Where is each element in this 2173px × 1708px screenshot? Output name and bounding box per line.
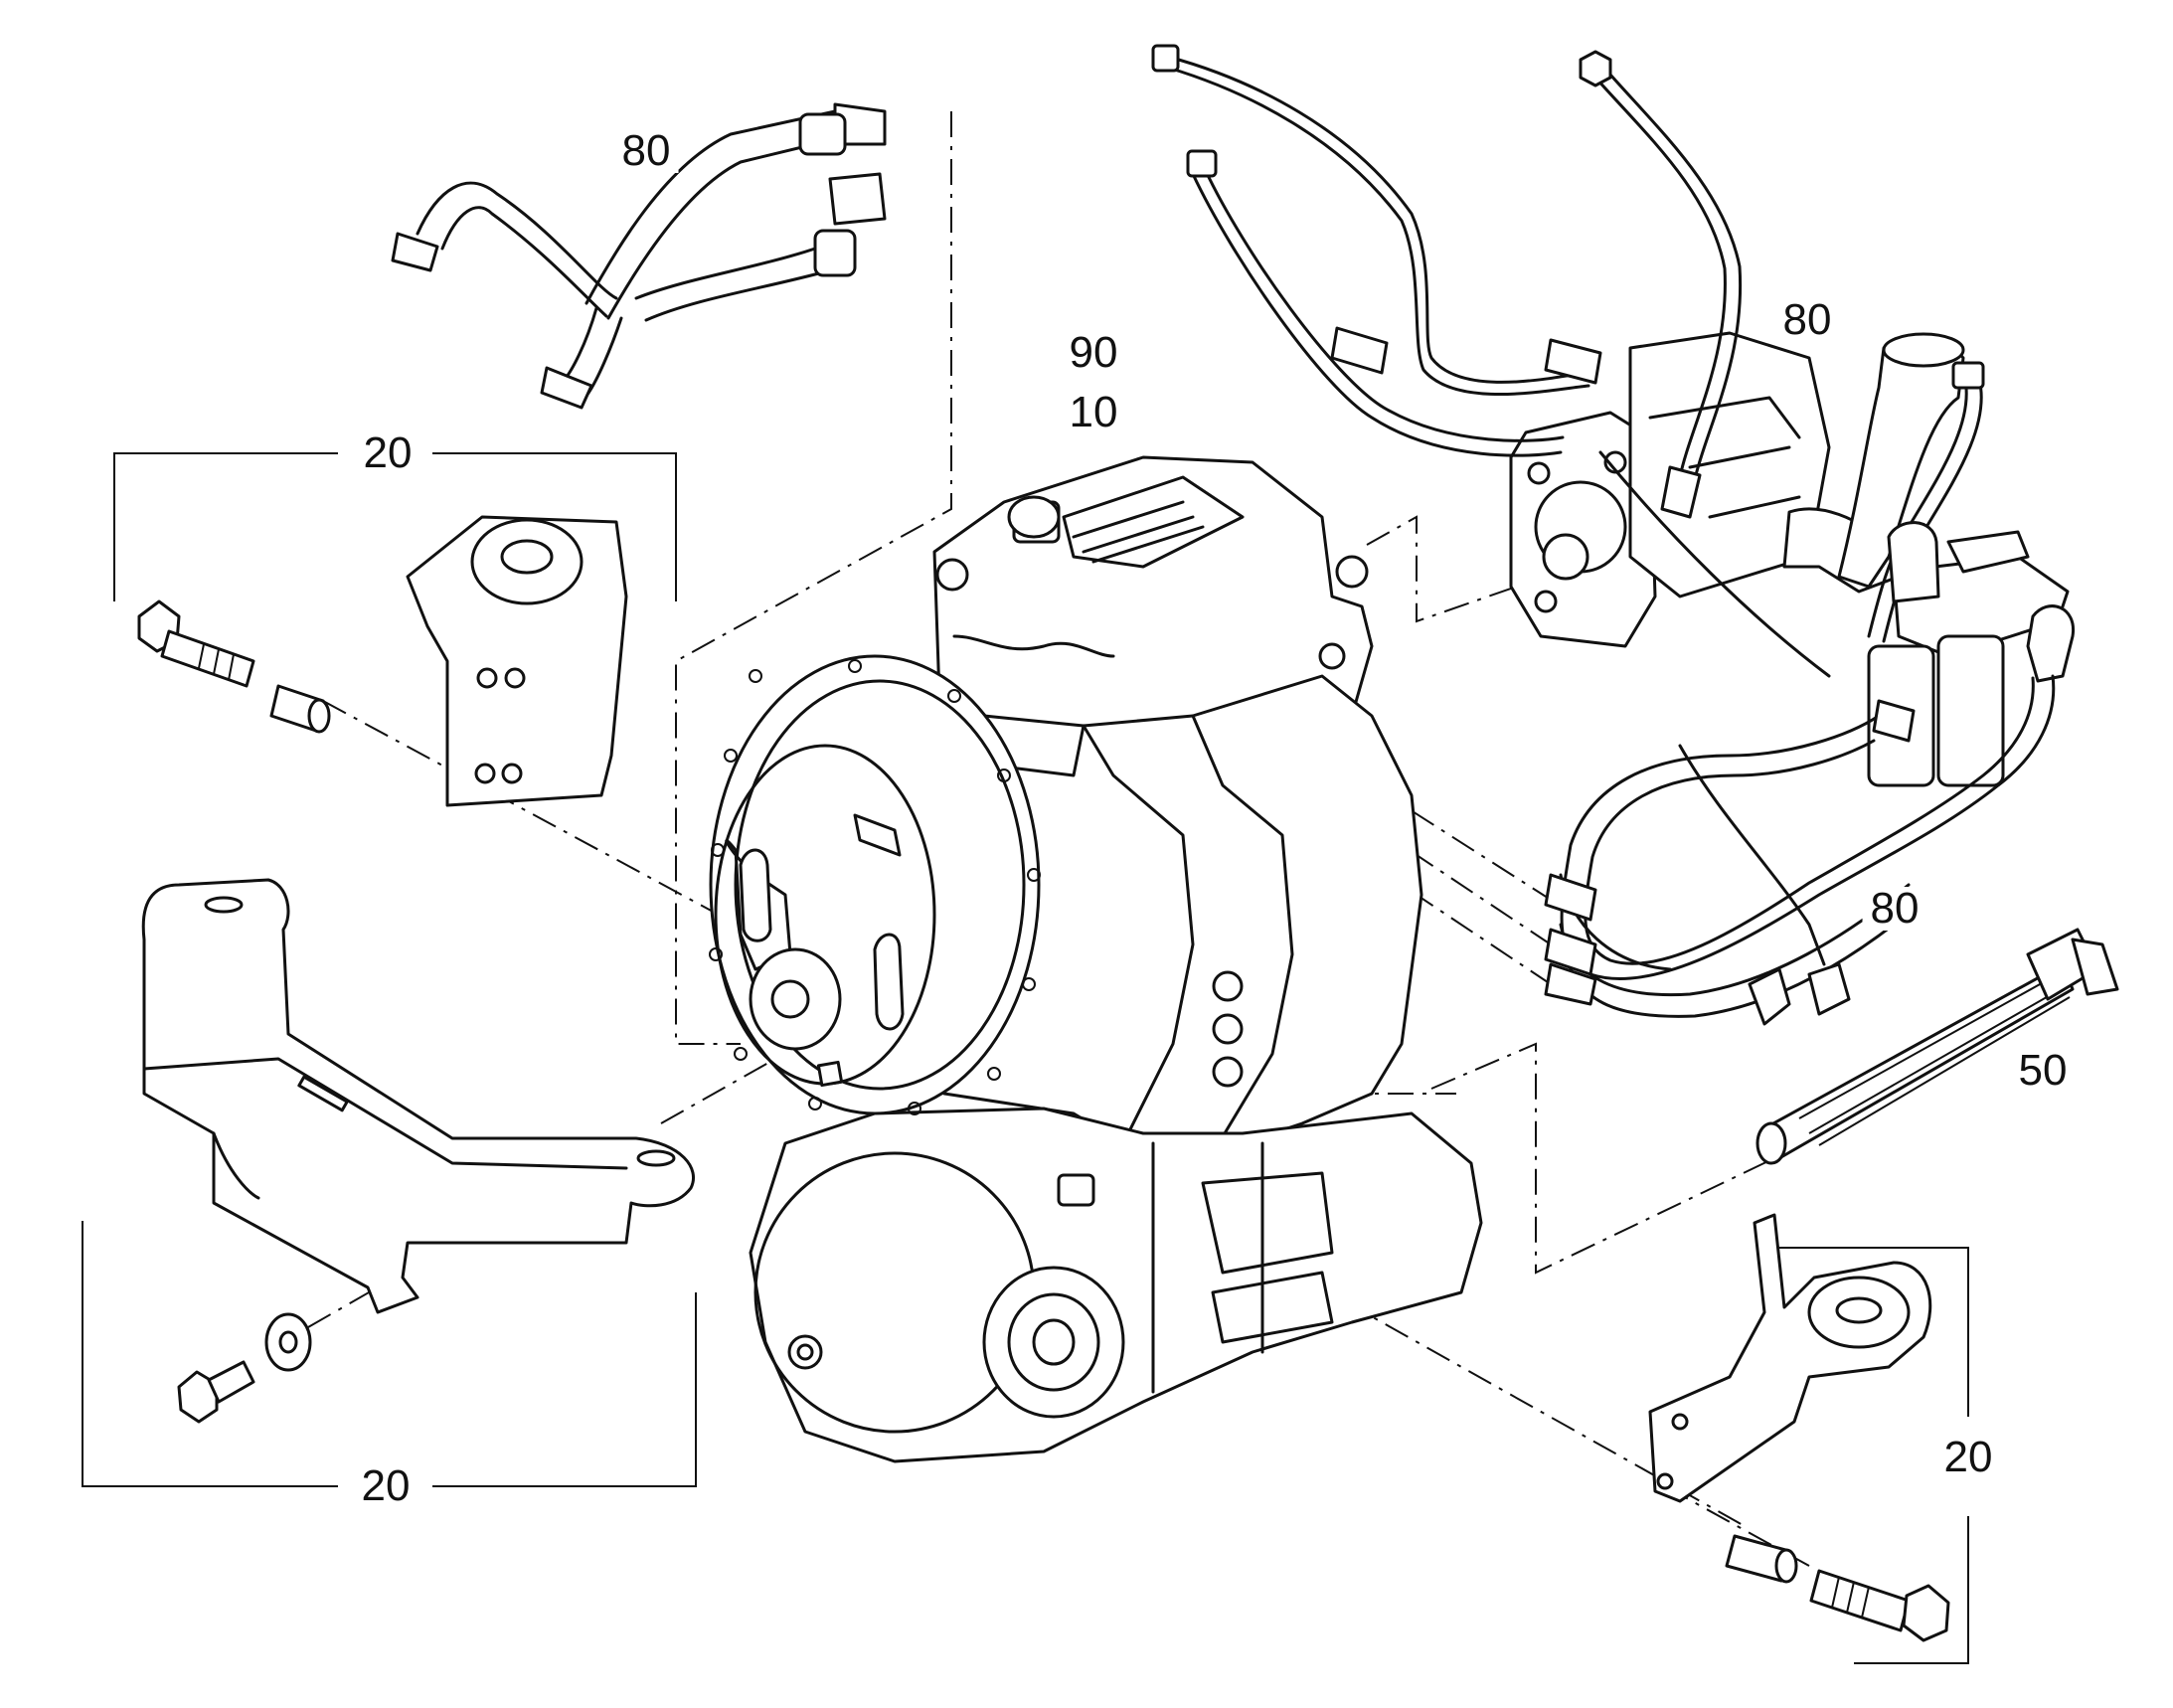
callout-50: 50 <box>2010 1049 2076 1093</box>
callout-10: 10 <box>1061 391 1126 434</box>
hose-assembly-right <box>1544 674 2056 1026</box>
bracket-frame-right <box>1779 1247 1969 1664</box>
bracket-frame-upper-left <box>113 452 677 601</box>
callout-20-right: 20 <box>1935 1436 2001 1479</box>
hose-assembly-upper-left <box>391 102 887 410</box>
bolt-lower-left <box>177 1360 255 1424</box>
mounting-bracket-lower-left <box>141 878 695 1314</box>
mounting-bracket-upper-left <box>406 515 628 807</box>
mounting-bracket-right <box>1648 1213 1932 1503</box>
spacer-right <box>1725 1534 1798 1584</box>
filter-manifold <box>1867 521 2075 787</box>
callout-80-upper-left: 80 <box>613 129 679 173</box>
transmission-housing <box>709 455 1483 1463</box>
callout-80-upper-right: 80 <box>1774 298 1840 342</box>
pump-hoses <box>1151 44 1831 678</box>
bolt-upper-left <box>137 599 255 688</box>
bolt-right <box>1809 1569 1950 1642</box>
callout-90: 90 <box>1061 331 1126 375</box>
callout-20-lower-left: 20 <box>353 1464 418 1508</box>
washer-lower-left <box>264 1312 312 1372</box>
callout-20-upper-left: 20 <box>355 431 420 475</box>
callout-80-right: 80 <box>1862 887 1927 931</box>
filter-element <box>1755 928 2119 1165</box>
spacer-upper-left <box>269 684 331 734</box>
bracket-frame-lower-left <box>82 1221 697 1487</box>
hydraulic-pump <box>1509 331 1901 648</box>
